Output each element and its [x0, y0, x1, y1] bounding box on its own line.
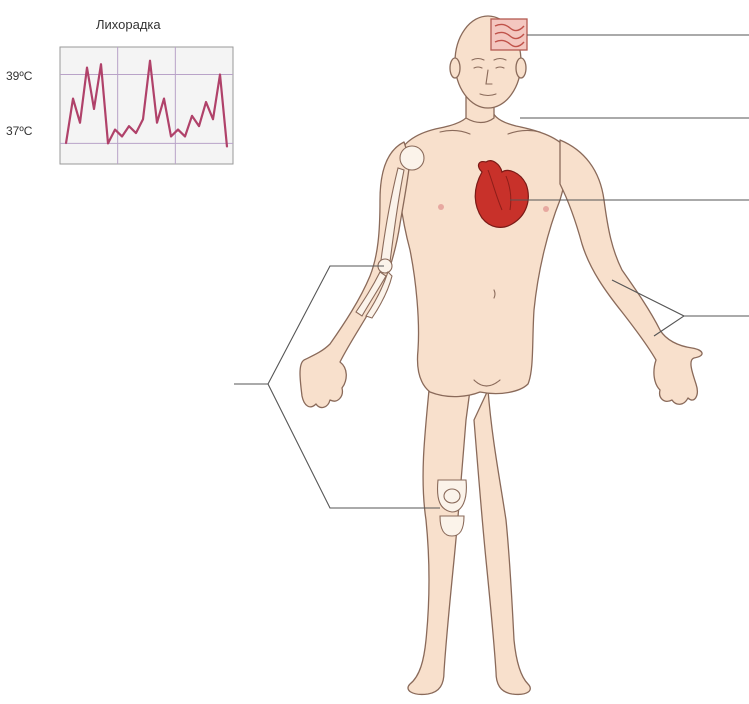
left-nipple [543, 206, 549, 212]
data-point-3 [86, 67, 88, 69]
data-point-1 [72, 98, 74, 100]
data-point-7 [114, 129, 116, 131]
brain-patch [491, 19, 527, 50]
data-point-10 [135, 132, 137, 134]
data-point-8 [121, 136, 123, 138]
data-point-18 [191, 115, 193, 117]
data-point-19 [198, 125, 200, 127]
data-point-2 [79, 122, 81, 124]
data-point-20 [205, 101, 207, 103]
chart-title: Лихорадка [96, 17, 161, 32]
leader-line-joints [268, 266, 440, 508]
data-point-6 [107, 143, 109, 145]
data-point-14 [163, 98, 165, 100]
data-point-16 [177, 129, 179, 131]
data-point-0 [65, 143, 67, 145]
data-point-4 [93, 108, 95, 110]
y-label-39: 39ºC [6, 69, 33, 83]
ear-right [450, 58, 460, 78]
right-nipple [438, 204, 444, 210]
left-leg [474, 390, 530, 694]
left-arm [560, 140, 702, 404]
y-label-37: 37ºC [6, 124, 33, 138]
data-point-5 [100, 63, 102, 65]
data-point-15 [170, 136, 172, 138]
data-point-17 [184, 136, 186, 138]
data-point-22 [219, 74, 221, 76]
right-arm [300, 142, 410, 407]
ear-left [516, 58, 526, 78]
data-point-9 [128, 125, 130, 127]
data-point-23 [226, 146, 228, 148]
right-leg [408, 380, 470, 694]
torso [398, 108, 568, 397]
data-point-12 [149, 60, 151, 62]
fever-chart: Лихорадка 39ºC 37ºC [6, 17, 233, 164]
data-point-21 [212, 118, 214, 120]
data-point-11 [142, 118, 144, 120]
data-point-13 [156, 122, 158, 124]
